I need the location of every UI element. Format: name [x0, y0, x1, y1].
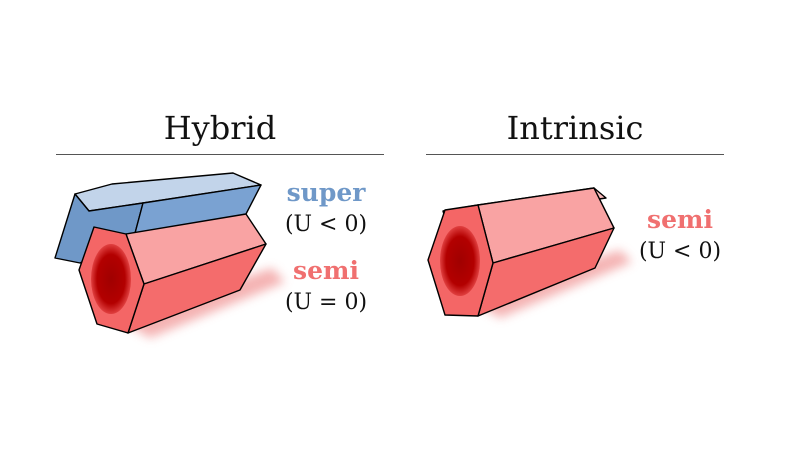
semi-prism-hybrid: [78, 213, 267, 334]
semi-label-intrinsic: semi: [647, 205, 713, 234]
super-condition: (U < 0): [284, 212, 368, 237]
hybrid-divider: [56, 154, 384, 155]
intrinsic-nanowire: [427, 187, 632, 318]
semi-label-hybrid: semi: [293, 256, 359, 285]
hybrid-title: Hybrid: [163, 109, 277, 147]
intrinsic-divider: [426, 154, 724, 155]
hybrid-nanowire: [54, 172, 285, 338]
semi-condition-hybrid: (U = 0): [284, 290, 368, 315]
semi-prism-intrinsic: [427, 187, 615, 317]
super-label: super: [286, 178, 366, 207]
semi-condition-intrinsic: (U < 0): [638, 239, 722, 264]
semi-core: [91, 244, 131, 314]
intrinsic-core: [440, 226, 480, 296]
intrinsic-title: Intrinsic: [506, 109, 644, 147]
